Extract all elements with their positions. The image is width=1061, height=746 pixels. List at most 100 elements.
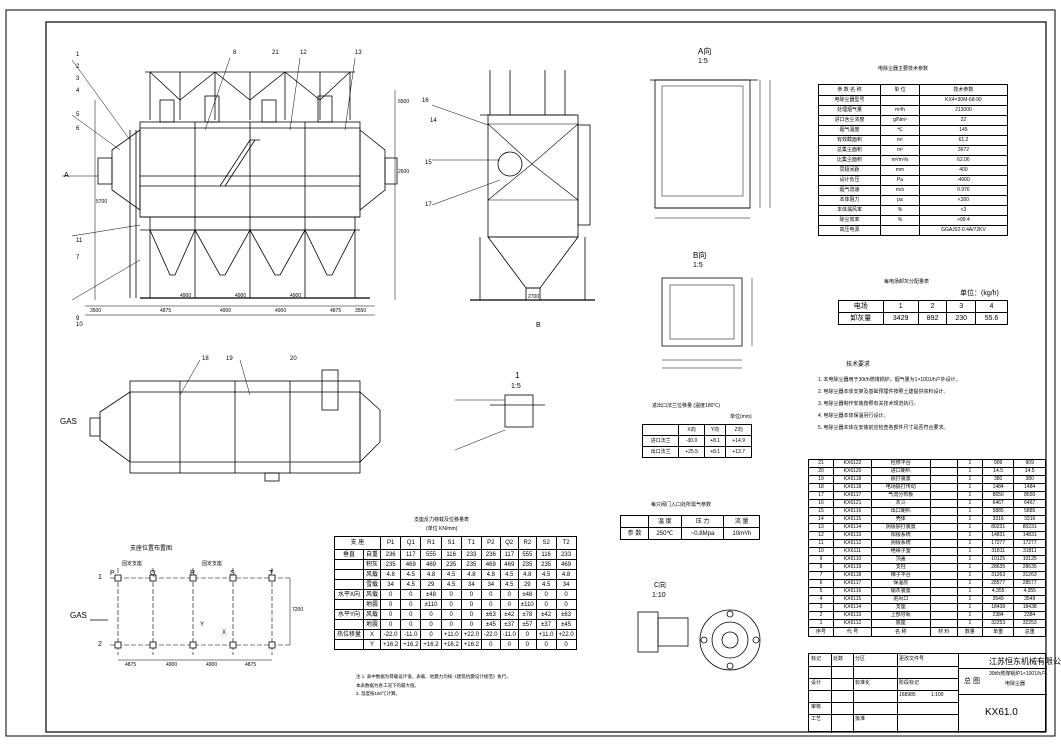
note-item: 3. 电除尘器制作安装按照有关技术规范执行。 [818, 401, 919, 407]
load-cell: 4.8 [420, 569, 442, 580]
load-cell: 0 [499, 639, 519, 650]
load-note: 2. 温度按180℃计算。 [356, 691, 401, 696]
dimension-text: 4875 [160, 308, 172, 314]
parts-cell: 28577 [1013, 579, 1046, 588]
spec-cell: Pa [880, 175, 920, 186]
spec-cell: m/s [880, 185, 920, 196]
air-cell: 250℃ [648, 527, 682, 540]
hopper-cell: 卸灰量 [838, 312, 884, 325]
parts-cell: 5 [807, 587, 835, 596]
load-cell: +16.2 [400, 639, 422, 650]
load-cell: 236 [480, 549, 501, 560]
parts-cell: 支柱 [871, 563, 931, 572]
parts-cell: 1 [956, 587, 983, 596]
load-cell: +16.2 [460, 639, 482, 650]
gas-label-2: GAS [70, 611, 87, 620]
tb-company: 江苏恒东机械有限公司 [989, 657, 1061, 666]
load-cell: +16.2 [420, 639, 442, 650]
load-header-cell: T1 [460, 536, 482, 550]
load-cell [333, 559, 365, 570]
plan-dim-5: 7200 [292, 607, 304, 613]
plan-view [89, 359, 381, 482]
spec-cell: 145 [918, 125, 1009, 136]
part-callout: 9 [76, 316, 80, 322]
parts-cell: 上部导轨 [871, 611, 931, 620]
parts-cell: 15 [807, 507, 835, 516]
spec-cell: >99.4 [918, 215, 1009, 226]
a-view-scale: 1:5 [698, 58, 708, 65]
parts-cell: 1 [956, 459, 983, 468]
support-row-1: 1 [98, 574, 102, 581]
parts-cell: 31811 [1013, 547, 1046, 556]
parts-cell [929, 563, 958, 572]
parts-cell: 2384 [981, 611, 1015, 620]
load-cell: 0 [480, 589, 501, 600]
tb-drawing-no: KX61.0 [985, 707, 1018, 718]
parts-cell: 1 [956, 531, 983, 540]
spec-cell: 213000 [918, 105, 1009, 116]
part-callout: 20 [290, 356, 297, 362]
parts-cell: KX6116 [833, 587, 873, 596]
load-cell: +22.0 [460, 629, 482, 640]
parts-cell: 3316 [981, 515, 1015, 524]
load-cell: 水平Y向 [333, 609, 365, 620]
load-header-cell: T2 [555, 536, 577, 550]
load-cell: 4.8 [517, 569, 537, 580]
part-callout: 4 [76, 88, 80, 94]
load-cell: 0 [400, 589, 422, 600]
parts-cell: KX6118 [833, 571, 873, 580]
parts-cell: 梯子平台 [871, 571, 931, 580]
load-cell: ±42 [499, 609, 519, 620]
parts-cell: KX6119 [833, 563, 873, 572]
load-cell: 117 [499, 549, 519, 560]
load-cell: 0 [380, 619, 402, 630]
parts-cell: 1 [956, 563, 983, 572]
load-cell: 4.5 [400, 569, 422, 580]
load-cell: Y [363, 639, 382, 650]
dimension-text: 4900 [275, 308, 287, 314]
load-cell: ±45 [480, 619, 501, 630]
tb-label-count: 处数 [833, 656, 844, 662]
load-cell: 0 [480, 639, 501, 650]
tb-product-2: 电除尘器 [1005, 681, 1026, 687]
flange-row: 进口法兰-30.0+8.1+14.9 [641, 435, 752, 447]
parts-cell [929, 619, 958, 628]
spec-cell: GGAJ02-0.4A/72KV [918, 225, 1009, 236]
parts-cell: 8 [807, 563, 835, 572]
parts-cell: 28635 [981, 563, 1015, 572]
parts-cell: 阳极系统 [871, 531, 931, 540]
parts-cell [929, 507, 958, 516]
load-cell: 0 [400, 609, 422, 620]
load-cell: 4.5 [499, 569, 519, 580]
load-cell: 0 [460, 589, 482, 600]
parts-cell: KX6114 [833, 523, 873, 532]
flange-cell: +8.1 [703, 446, 727, 458]
parts-cell: KX6117 [833, 579, 873, 588]
tb-label-zone: 分区 [855, 656, 866, 662]
load-cell: 469 [420, 559, 442, 570]
flange-cell: +13.7 [725, 446, 752, 458]
hopper-table-unit: 单位：(kg/h) [960, 290, 999, 297]
parts-cell: 380 [981, 475, 1015, 484]
parts-cell [929, 531, 958, 540]
load-cell: 0 [535, 639, 557, 650]
tb-label-file: 更改文件号 [899, 656, 925, 662]
tb-label-process: 工艺 [811, 716, 822, 722]
fixed-support-label-2: 固定支座 [202, 561, 223, 567]
parts-cell: 1 [956, 523, 983, 532]
part-callout: 14 [430, 118, 437, 124]
